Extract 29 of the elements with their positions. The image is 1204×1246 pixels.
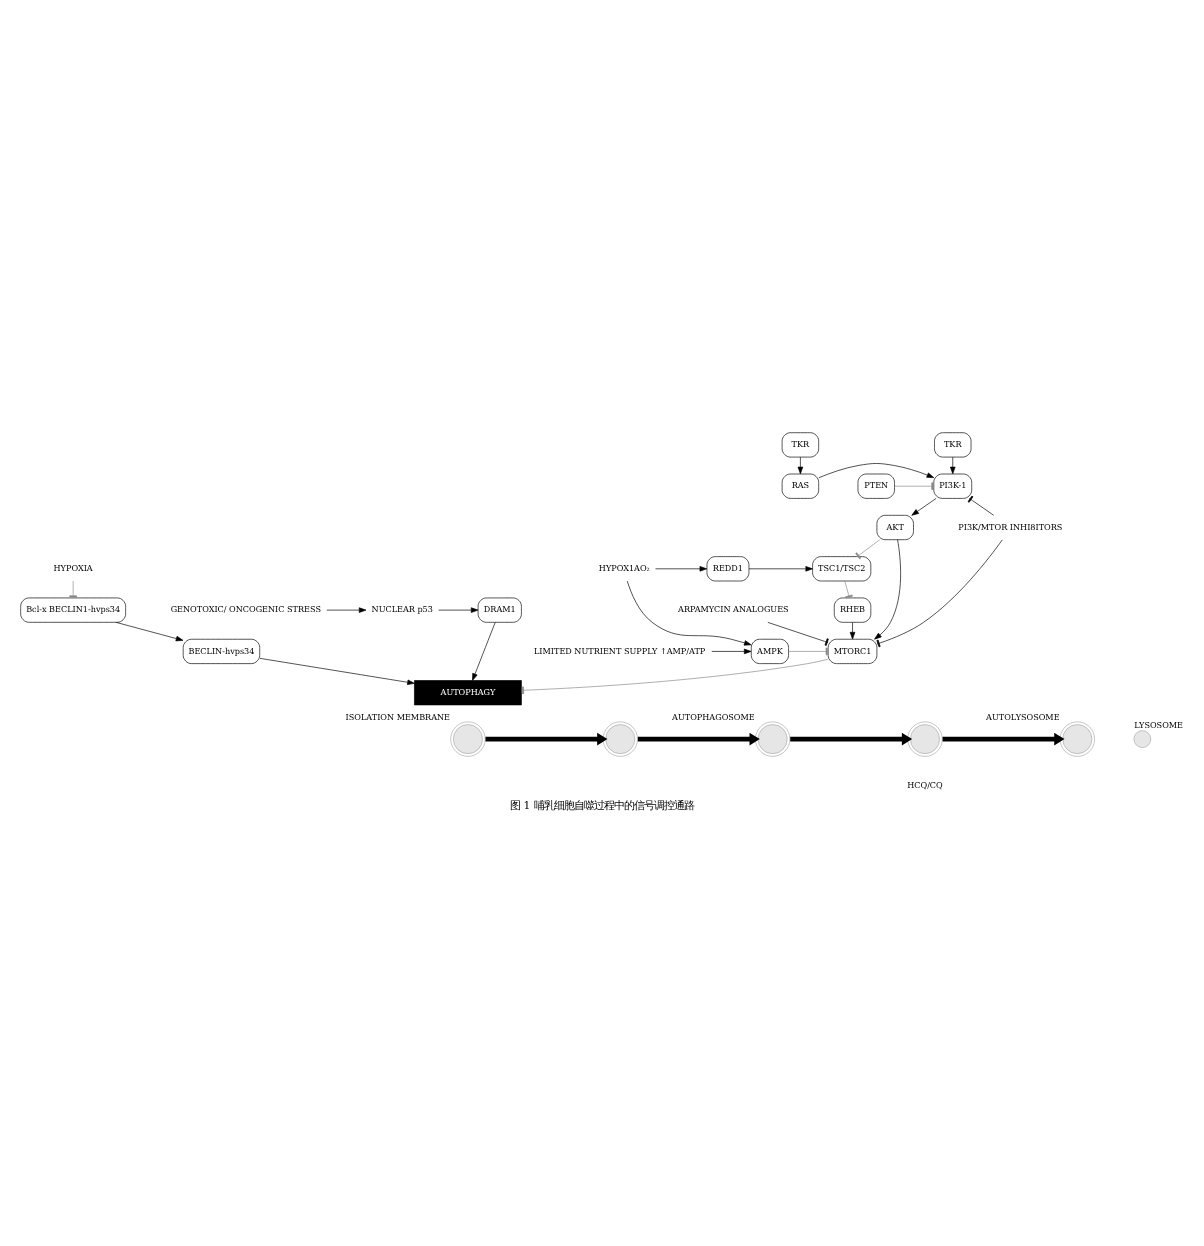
arrow xyxy=(655,565,708,571)
arrow xyxy=(911,497,937,515)
arrow xyxy=(259,657,415,684)
connector xyxy=(894,481,935,489)
arrow xyxy=(748,565,813,571)
arrow xyxy=(438,606,479,612)
connector xyxy=(844,579,853,598)
connector xyxy=(521,657,829,694)
arrow xyxy=(472,621,496,680)
arrow xyxy=(797,455,804,474)
arrow xyxy=(849,621,856,639)
arrow xyxy=(326,606,367,612)
arrow xyxy=(874,538,901,639)
connector xyxy=(876,538,1003,647)
connector xyxy=(967,494,995,515)
arrow xyxy=(790,731,913,745)
connector xyxy=(69,579,77,598)
arrow xyxy=(818,462,935,478)
arrow xyxy=(115,621,184,641)
arrow xyxy=(485,731,608,745)
arrow xyxy=(637,731,760,745)
arrow xyxy=(626,579,752,645)
arrow xyxy=(942,731,1065,745)
connector xyxy=(767,621,829,645)
arrow xyxy=(711,647,752,654)
arrow xyxy=(950,455,956,474)
connector xyxy=(855,538,881,559)
connector xyxy=(788,646,829,655)
node-circle xyxy=(1133,729,1152,747)
